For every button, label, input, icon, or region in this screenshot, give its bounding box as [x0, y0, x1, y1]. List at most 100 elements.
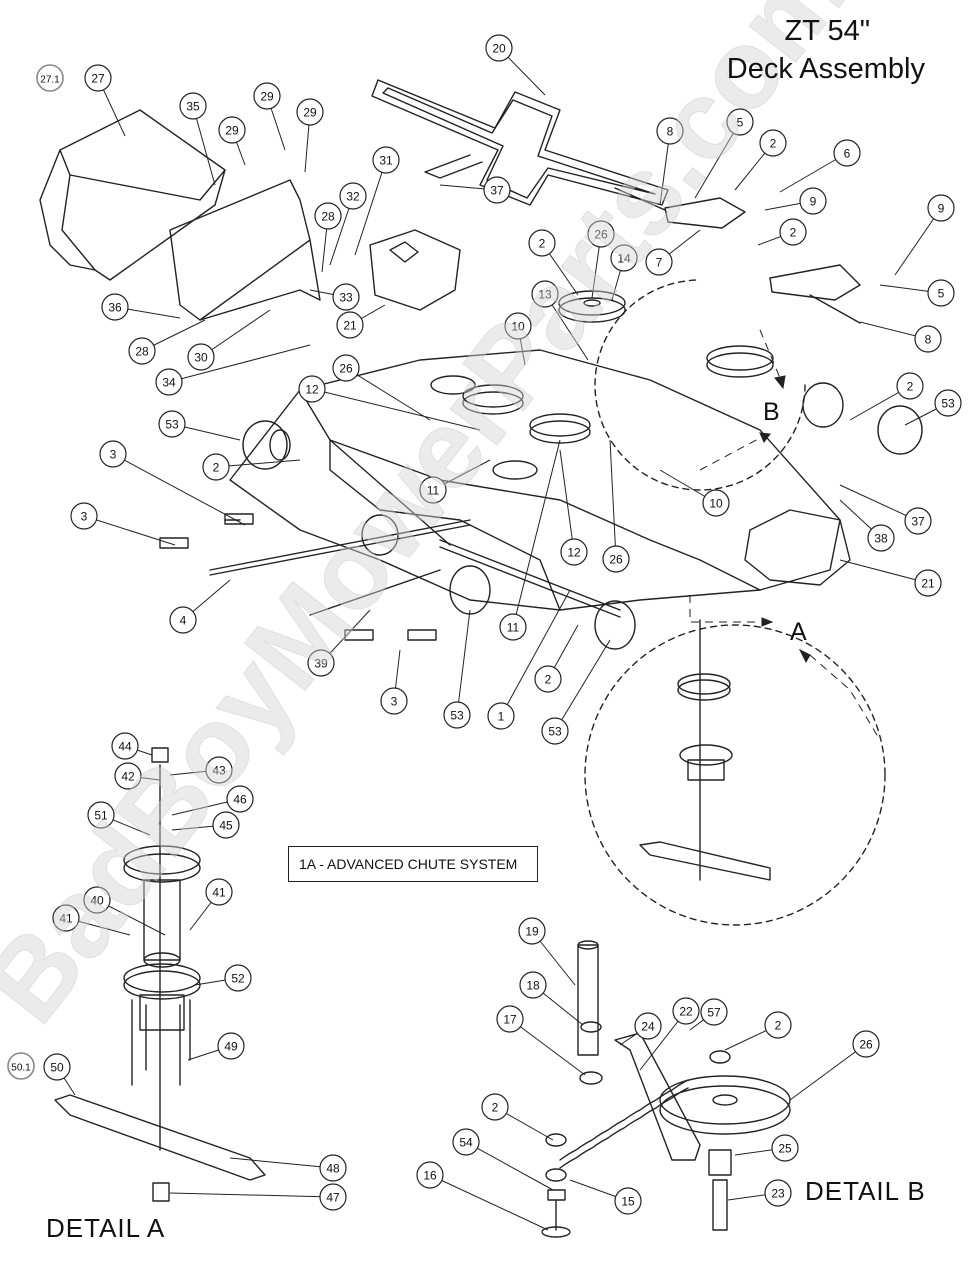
- chute-cover-part: [39, 109, 226, 281]
- callout-54[interactable]: 54: [452, 1128, 480, 1156]
- callout-40[interactable]: 40: [83, 886, 111, 914]
- callout-18[interactable]: 18: [519, 971, 547, 999]
- callout-4[interactable]: 4: [169, 606, 197, 634]
- callout-34[interactable]: 34: [155, 368, 183, 396]
- callout-37[interactable]: 37: [483, 176, 511, 204]
- callout-29[interactable]: 29: [253, 82, 281, 110]
- callout-6[interactable]: 6: [833, 139, 861, 167]
- callout-57[interactable]: 57: [700, 998, 728, 1026]
- callout-53[interactable]: 53: [934, 389, 962, 417]
- callout-15[interactable]: 15: [614, 1187, 642, 1215]
- callout-13[interactable]: 13: [531, 280, 559, 308]
- callout-42[interactable]: 42: [114, 762, 142, 790]
- callout-1[interactable]: 1: [487, 702, 515, 730]
- callout-11[interactable]: 11: [499, 613, 527, 641]
- callout-36[interactable]: 36: [101, 293, 129, 321]
- callout-46[interactable]: 46: [226, 785, 254, 813]
- callout-50.1[interactable]: 50.1: [7, 1052, 35, 1080]
- callout-3[interactable]: 3: [380, 687, 408, 715]
- callout-3[interactable]: 3: [70, 502, 98, 530]
- callout-39[interactable]: 39: [307, 649, 335, 677]
- callout-52[interactable]: 52: [224, 964, 252, 992]
- advanced-chute-box[interactable]: 1A - ADVANCED CHUTE SYSTEM: [288, 846, 538, 882]
- callout-28[interactable]: 28: [128, 337, 156, 365]
- callout-20[interactable]: 20: [485, 34, 513, 62]
- detail-a-label: DETAIL A: [46, 1213, 166, 1243]
- callout-16[interactable]: 16: [416, 1161, 444, 1189]
- callout-48[interactable]: 48: [319, 1154, 347, 1182]
- callout-33[interactable]: 33: [332, 283, 360, 311]
- callout-47[interactable]: 47: [319, 1183, 347, 1211]
- callout-11[interactable]: 11: [419, 476, 447, 504]
- callout-number: 46: [233, 793, 247, 807]
- callout-5[interactable]: 5: [927, 279, 955, 307]
- callout-21[interactable]: 21: [336, 311, 364, 339]
- callout-43[interactable]: 43: [205, 756, 233, 784]
- callout-38[interactable]: 38: [867, 524, 895, 552]
- callout-number: 53: [165, 418, 179, 432]
- callout-53[interactable]: 53: [158, 410, 186, 438]
- callout-9[interactable]: 9: [927, 194, 955, 222]
- callout-2[interactable]: 2: [896, 372, 924, 400]
- callout-2[interactable]: 2: [481, 1093, 509, 1121]
- callout-leader: [694, 121, 741, 199]
- callout-number: 13: [538, 288, 552, 302]
- callout-number: 30: [194, 351, 208, 365]
- callout-17[interactable]: 17: [496, 1005, 524, 1033]
- callout-19[interactable]: 19: [518, 917, 546, 945]
- callout-2[interactable]: 2: [528, 229, 556, 257]
- callout-26[interactable]: 26: [332, 354, 360, 382]
- callout-49[interactable]: 49: [217, 1032, 245, 1060]
- callout-9[interactable]: 9: [799, 187, 827, 215]
- callout-51[interactable]: 51: [87, 801, 115, 829]
- callout-2[interactable]: 2: [202, 453, 230, 481]
- callout-3[interactable]: 3: [99, 440, 127, 468]
- callout-2[interactable]: 2: [534, 665, 562, 693]
- callout-27.1[interactable]: 27.1: [36, 64, 64, 92]
- callout-14[interactable]: 14: [610, 244, 638, 272]
- callout-37[interactable]: 37: [904, 507, 932, 535]
- callout-21[interactable]: 21: [914, 569, 942, 597]
- callout-45[interactable]: 45: [212, 811, 240, 839]
- callout-27[interactable]: 27: [84, 64, 112, 92]
- callout-32[interactable]: 32: [339, 182, 367, 210]
- callout-12[interactable]: 12: [560, 538, 588, 566]
- callout-29[interactable]: 29: [296, 98, 324, 126]
- title-line-2: Deck Assembly: [726, 53, 925, 85]
- callout-28[interactable]: 28: [314, 202, 342, 230]
- callout-number: 18: [526, 979, 540, 993]
- callout-number: 57: [707, 1006, 721, 1020]
- callout-7[interactable]: 7: [645, 248, 673, 276]
- callout-26[interactable]: 26: [602, 545, 630, 573]
- callout-25[interactable]: 25: [771, 1134, 799, 1162]
- callout-10[interactable]: 10: [504, 312, 532, 340]
- callout-23[interactable]: 23: [764, 1179, 792, 1207]
- callout-24[interactable]: 24: [634, 1012, 662, 1040]
- callout-8[interactable]: 8: [656, 117, 684, 145]
- callout-44[interactable]: 44: [111, 732, 139, 760]
- callout-26[interactable]: 26: [852, 1030, 880, 1058]
- callout-2[interactable]: 2: [764, 1011, 792, 1039]
- callout-30[interactable]: 30: [187, 343, 215, 371]
- callout-41[interactable]: 41: [52, 904, 80, 932]
- callout-leader: [554, 639, 611, 732]
- callout-35[interactable]: 35: [179, 92, 207, 120]
- callout-50[interactable]: 50: [43, 1053, 71, 1081]
- callout-number: 51: [94, 809, 108, 823]
- callout-2[interactable]: 2: [759, 129, 787, 157]
- callout-12[interactable]: 12: [298, 375, 326, 403]
- callout-53[interactable]: 53: [443, 701, 471, 729]
- callout-leader: [465, 1141, 554, 1191]
- callout-10[interactable]: 10: [702, 489, 730, 517]
- callout-8[interactable]: 8: [914, 325, 942, 353]
- view-letter-b: B: [763, 398, 780, 426]
- callout-53[interactable]: 53: [541, 717, 569, 745]
- callout-22[interactable]: 22: [672, 997, 700, 1025]
- callout-31[interactable]: 31: [372, 146, 400, 174]
- callout-29[interactable]: 29: [218, 116, 246, 144]
- callout-26[interactable]: 26: [587, 220, 615, 248]
- callout-number: 29: [260, 90, 274, 104]
- callout-5[interactable]: 5: [726, 108, 754, 136]
- callout-41[interactable]: 41: [205, 878, 233, 906]
- callout-2[interactable]: 2: [779, 218, 807, 246]
